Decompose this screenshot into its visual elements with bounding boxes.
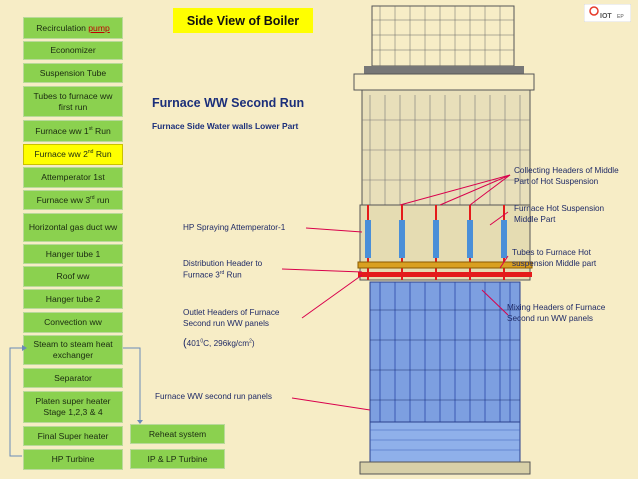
nav-furnace-ww-2nd-run[interactable]: Furnace ww 2nd Run — [23, 144, 123, 165]
nav-roof-ww[interactable]: Roof ww — [23, 266, 123, 287]
nav-label: Suspension Tube — [39, 67, 107, 78]
nav-label: Recirculation pump — [36, 22, 110, 33]
nav-label: Tubes to furnace ww first run — [33, 90, 113, 112]
nav-reheat-system[interactable]: Reheat system — [130, 424, 225, 444]
nav-convection-ww[interactable]: Convection ww — [23, 312, 123, 333]
nav-label: Platen super heater Stage 1,2,3 & 4 — [35, 396, 111, 417]
nav-final-super-heater[interactable]: Final Super heater — [23, 426, 123, 446]
boiler-drawing — [353, 5, 535, 475]
nav-hanger-tube-1[interactable]: Hanger tube 1 — [23, 244, 123, 264]
nav-recirculation-pump[interactable]: Recirculation pump — [23, 17, 123, 39]
nav-label: Hanger tube 2 — [45, 293, 101, 304]
annotation-tubes-hot-suspension: Tubes to Furnace Hot suspension Middle p… — [512, 248, 597, 268]
annotation-outlet-conditions: (4010C, 296kg/cm2) — [183, 337, 255, 349]
nav-separator[interactable]: Separator — [23, 368, 123, 388]
page-title: Side View of Boiler — [173, 8, 313, 33]
annotation-hp-spraying: HP Spraying Attemperator-1 — [183, 223, 286, 232]
nav-label: Steam to steam heat exchanger — [33, 339, 113, 360]
nav-label: Furnace ww 3rd run — [36, 194, 110, 205]
svg-text:EP: EP — [617, 14, 624, 20]
nav-label: Economizer — [50, 45, 96, 56]
section-caption: Furnace Side Water walls Lower Part — [152, 121, 299, 131]
nav-label: Furnace ww 1st Run — [35, 125, 111, 136]
annotation-hot-suspension: Furnace Hot Suspension Middle Part — [514, 204, 605, 224]
nav-attemperator-1st[interactable]: Attemperator 1st — [23, 167, 123, 188]
nav-hp-turbine[interactable]: HP Turbine — [23, 449, 123, 470]
section-heading: Furnace WW Second Run — [152, 96, 305, 110]
company-logo: IOT EP — [584, 4, 631, 22]
nav-label: Convection ww — [44, 317, 102, 328]
svg-text:IOT: IOT — [600, 13, 612, 20]
nav-label: Separator — [54, 372, 92, 383]
nav-platen-super-heater[interactable]: Platen super heater Stage 1,2,3 & 4 — [23, 391, 123, 423]
annotation-outlet-headers: Outlet Headers of Furnace Second run WW … — [183, 308, 280, 328]
nav-label: Horizontal gas duct ww — [28, 222, 118, 233]
nav-ip-lp-turbine[interactable]: IP & LP Turbine — [130, 449, 225, 469]
annotation-furnace-panels: Furnace WW second run panels — [155, 392, 272, 401]
annotation-collecting-headers: Collecting Headers of Middle Part of Hot… — [514, 166, 619, 186]
nav-label: HP Turbine — [51, 454, 95, 465]
nav-hanger-tube-2[interactable]: Hanger tube 2 — [23, 289, 123, 309]
nav-label: Furnace ww 2nd Run — [34, 149, 112, 160]
nav-tubes-first-run[interactable]: Tubes to furnace ww first run — [23, 86, 123, 117]
nav-label: Roof ww — [56, 271, 90, 282]
nav-steam-heat-exchanger[interactable]: Steam to steam heat exchanger — [23, 335, 123, 365]
nav-label: IP & LP Turbine — [147, 454, 208, 464]
nav-furnace-ww-1st-run[interactable]: Furnace ww 1st Run — [23, 120, 123, 142]
nav-label: Attemperator 1st — [41, 172, 105, 183]
nav-label: Hanger tube 1 — [45, 248, 101, 259]
nav-label: Final Super heater — [37, 430, 109, 441]
nav-label: Reheat system — [148, 429, 207, 439]
nav-furnace-ww-3rd-run[interactable]: Furnace ww 3rd run — [23, 190, 123, 210]
nav-horizontal-gas-duct[interactable]: Horizontal gas duct ww — [23, 213, 123, 242]
nav-suspension-tube[interactable]: Suspension Tube — [23, 63, 123, 83]
annotation-mixing-headers: Mixing Headers of Furnace Second run WW … — [507, 303, 606, 323]
nav-economizer[interactable]: Economizer — [23, 41, 123, 60]
